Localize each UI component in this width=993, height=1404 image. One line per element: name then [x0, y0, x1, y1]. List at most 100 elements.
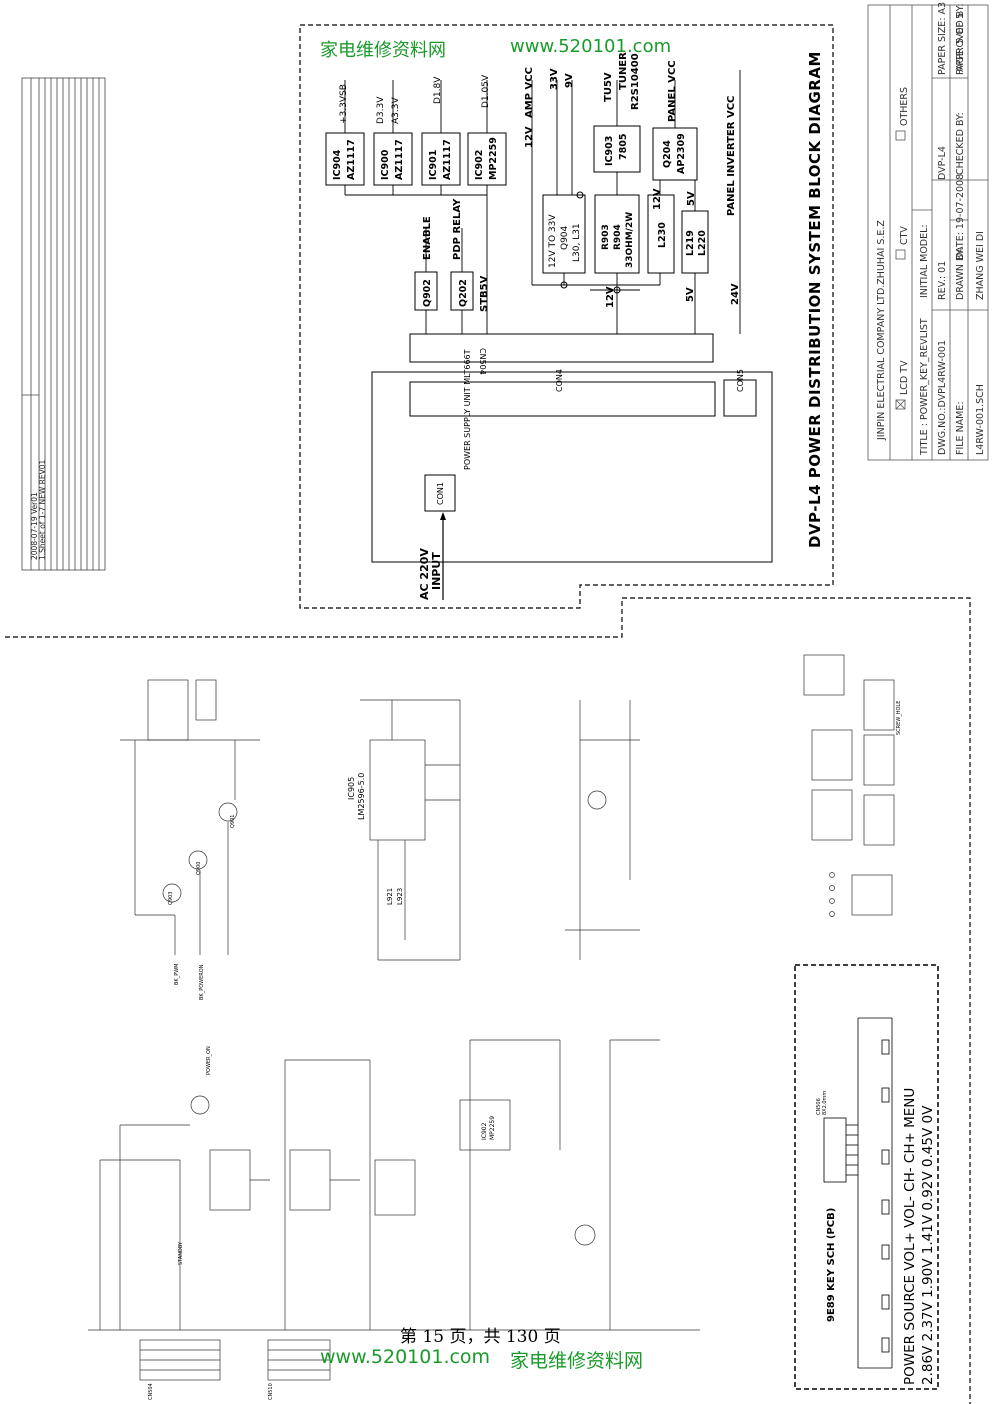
v24-cn504: 24V: [730, 283, 741, 305]
power-on-label: POWER_ON: [206, 1046, 212, 1075]
schematic-circuitry: [88, 654, 895, 1381]
company-name: JINPIN ELECTRIAL COMPANY LTD.ZHUHAI S.E.…: [876, 220, 887, 441]
out-d18v: D1.8V: [433, 76, 443, 104]
ic901-part: AZ1117: [442, 139, 453, 180]
revision-entry: 1.Sheet of 1-7 NEW REV01: [38, 460, 47, 560]
tu5v-label: TU5V: [603, 72, 614, 102]
ic904-part: AZ1117: [346, 139, 357, 180]
out-33vsb: +3.3VSB: [339, 84, 349, 124]
bk-pwm-label: BK_PWM: [174, 964, 180, 985]
pdp-relay-label: PDP RELAY: [452, 198, 463, 260]
v5-l219: 5V: [686, 191, 697, 206]
ic904-label: IC904: [332, 149, 343, 180]
v33-label: 33V: [549, 68, 560, 90]
block-diagram-title: DVP-L4 POWER DISTRIBUTION SYSTEM BLOCK D…: [806, 51, 824, 548]
r903-label-1: R903: [601, 224, 611, 250]
tuner-part: R2S10400: [630, 53, 641, 110]
rev-field: REV.: 01: [937, 261, 948, 300]
approved-by-label: APPROVED BY:: [955, 4, 966, 72]
v12-q904: 12V: [605, 286, 616, 308]
lcd-tv-check: [895, 399, 906, 410]
key-connector-size: 8X2.0mm: [822, 1091, 828, 1115]
tuner-label: TUNER: [618, 52, 629, 90]
ic901-label: IC901: [428, 150, 439, 180]
drawn-by-label: DRAWN BY:: [955, 247, 966, 300]
ic903-label: IC903: [604, 136, 615, 166]
con5-label: CON5: [736, 369, 745, 392]
v12-amp: 12V: [524, 126, 535, 148]
ac-input-label-1: AC 220V: [418, 548, 431, 600]
cn510-connector: CN510: [268, 1383, 274, 1400]
ic903-part: 7805: [618, 134, 629, 160]
junction: [613, 286, 621, 294]
ic900-label: IC900: [380, 149, 391, 180]
key-sch-title: 9E89 KEY SCH (PCB): [826, 1208, 837, 1322]
l219-label: L219: [685, 230, 696, 256]
q904-label-1: 12V TO 33V: [548, 214, 558, 268]
watermark-bottom-url: www.520101.com: [320, 1346, 491, 1368]
l923-label: L923: [396, 888, 404, 905]
title-block: [867, 4, 989, 461]
q204-part: AP2309: [676, 133, 687, 174]
key-sch-voltages: 2.86V 2.37V 1.90V 1.41V 0.92V 0.45V 0V: [920, 1105, 936, 1385]
out-a33v: A3.3V: [391, 97, 401, 124]
title-field: TITLE : POWER_KEY_REVLIST: [919, 318, 930, 456]
paper-size: PAPER SIZE: A3: [937, 2, 948, 75]
drawn-by-value: ZHANG WEI DI: [975, 231, 986, 300]
ic902-part: MP2259: [488, 137, 499, 180]
block-diagram-frame: [299, 24, 834, 609]
q904-label-2: Q904: [560, 225, 570, 250]
ic902b-part: MP2259: [489, 1116, 496, 1140]
power-supply-unit: [371, 333, 773, 563]
file-name-value: L4RW-001.SCH: [975, 384, 986, 455]
checked-by-label: CHECKED BY:: [955, 112, 966, 175]
watermark-top-cn: 家电维修资料网: [320, 40, 446, 61]
model-value: DVP-L4: [937, 146, 948, 180]
schematic-frame: [5, 597, 971, 1404]
stb5v-label: STB5V: [479, 275, 490, 312]
page-field: PAGE: 5 OF 5: [955, 13, 966, 75]
screw-hole-label: SCREW_HOLE: [896, 701, 902, 735]
watermark-top-url: www.520101.com: [510, 36, 672, 57]
page-footer: 第 15 页，共 130 页: [400, 1327, 561, 1347]
con1-label: CON1: [436, 482, 445, 505]
lcd-tv-label: LCD TV: [899, 360, 910, 395]
cn504-label: CN504: [478, 348, 487, 375]
ac-input-label-2: INPUT: [430, 552, 443, 590]
date-field: DATE: 19-07-2008: [955, 174, 966, 260]
l220-label: L220: [697, 230, 708, 256]
file-name-label: FILE NAME:: [955, 401, 966, 455]
v9-label: 9V: [564, 73, 575, 88]
amp-vcc: AMP VCC: [524, 67, 535, 118]
panel-vcc: PANEL VCC: [667, 60, 678, 122]
cn504-connector: CN504: [148, 1383, 154, 1400]
ic902-label: IC902: [474, 150, 485, 180]
q904-label-3: L30, L31: [572, 223, 582, 262]
key-connector-label: CN506: [816, 1098, 822, 1115]
con4-label: CON4: [555, 369, 564, 392]
others-label: OTHERS: [899, 87, 910, 126]
psu-label: POWER SUPPLY UNIT MLT666T: [463, 349, 472, 470]
key-sch-names: POWER SOURCE VOL+ VOL- CH- CH+ MENU: [902, 1088, 918, 1385]
l230-label: L230: [657, 222, 668, 248]
q202-label: Q202: [458, 279, 469, 307]
q902-label: Q902: [422, 279, 433, 307]
enable-label: ENABLE: [422, 216, 433, 260]
out-d105v: D1.05V: [481, 74, 491, 108]
key-sch-frame: [794, 964, 939, 1390]
bk-poweron-label: BK_POWERON: [199, 964, 205, 1000]
q903-label: Q903: [168, 892, 174, 905]
ctv-label: CTV: [899, 226, 910, 245]
ic905-label: IC905: [347, 777, 356, 800]
dwg-no: DWG.NO.:DVPL4RW-001: [937, 340, 948, 455]
watermark-bottom-cn: 家电维修资料网: [510, 1350, 644, 1372]
key-sch-wiring: [823, 1017, 893, 1369]
ic900-part: AZ1117: [394, 139, 405, 180]
block-wires: [344, 70, 741, 334]
arrow-head: [440, 512, 446, 520]
v12-l230: 12V: [652, 188, 663, 210]
l921-label: L921: [386, 888, 394, 905]
q901-label: Q901: [230, 815, 236, 828]
panel-inverter-vcc: PANEL INVERTER VCC: [726, 96, 737, 216]
